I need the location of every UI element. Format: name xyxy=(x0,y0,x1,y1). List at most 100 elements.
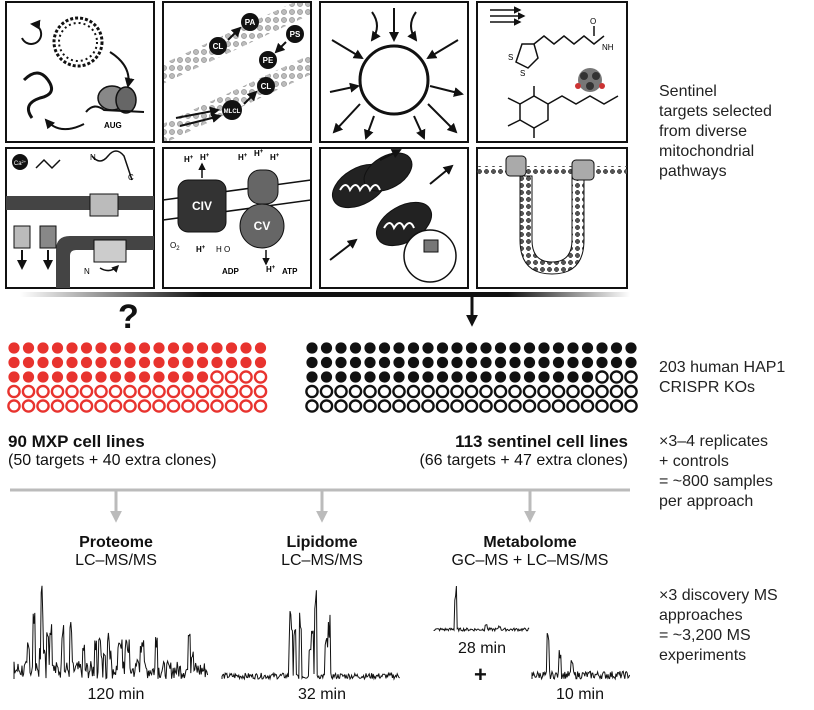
filled-dot xyxy=(393,371,405,383)
filled-dot xyxy=(610,342,623,354)
open-dot xyxy=(36,384,50,399)
filled-dot xyxy=(109,342,122,354)
open-dot xyxy=(305,399,319,413)
h-label-4: H+ xyxy=(254,149,264,158)
open-dot xyxy=(94,384,108,399)
open-dot xyxy=(421,384,435,399)
open-dot xyxy=(239,370,253,384)
caption-line: = ~3,200 MS xyxy=(659,627,751,644)
atp-label: ATP xyxy=(282,267,298,276)
filled-dot xyxy=(240,356,252,369)
filled-dot xyxy=(436,342,449,354)
mxp-label: 90 MXP cell lines (50 targets + 40 extra… xyxy=(8,432,308,470)
open-dot xyxy=(435,399,450,413)
filled-dot xyxy=(320,371,333,383)
filled-dot xyxy=(167,342,180,354)
proteome-trace xyxy=(13,585,209,680)
open-dot xyxy=(195,399,210,413)
open-dot xyxy=(50,384,65,399)
filled-dot xyxy=(8,356,20,369)
filled-dot xyxy=(37,342,49,354)
open-dot xyxy=(334,399,348,413)
filled-dot xyxy=(51,356,64,369)
open-dot xyxy=(435,384,450,399)
open-dot xyxy=(253,399,268,413)
panel-cofactors: O NH S S xyxy=(476,1,628,143)
filled-dot xyxy=(581,342,594,354)
panel-carriers: Ca2+ N C N xyxy=(5,147,155,289)
open-dot xyxy=(508,399,522,413)
filled-dot xyxy=(436,356,449,369)
o2-label: O2 xyxy=(170,241,180,252)
aug-label: AUG xyxy=(104,121,122,130)
cl-label-2: CL xyxy=(261,82,272,91)
open-dot xyxy=(580,384,595,399)
open-dot xyxy=(566,399,580,413)
metabolome-gc-trace xyxy=(433,585,530,633)
filled-dot xyxy=(306,342,318,354)
filled-dot xyxy=(523,371,536,383)
filled-dot xyxy=(451,356,463,369)
filled-dot xyxy=(407,356,420,369)
dot-grids xyxy=(7,342,638,413)
filled-dot xyxy=(509,371,521,383)
filled-dot xyxy=(95,371,107,383)
filled-dot xyxy=(538,371,550,383)
filled-dot xyxy=(581,356,594,369)
filled-dot xyxy=(422,356,434,369)
open-dot xyxy=(253,370,268,384)
open-dot xyxy=(595,384,609,399)
open-dot xyxy=(464,384,479,399)
open-dot xyxy=(493,399,508,413)
filled-dot xyxy=(225,356,238,369)
lipidome-time: 32 min xyxy=(297,686,347,703)
h-label-3: H+ xyxy=(238,153,248,162)
approach-method: LC–MS/MS xyxy=(281,552,363,569)
open-dot xyxy=(239,399,253,413)
filled-dot xyxy=(451,371,463,383)
open-dot xyxy=(210,384,224,399)
filled-dot xyxy=(8,342,20,354)
metabolome-lc-trace xyxy=(531,632,631,681)
open-dot xyxy=(94,399,108,413)
open-dot xyxy=(406,399,421,413)
open-dot xyxy=(421,399,435,413)
filled-dot xyxy=(138,342,151,354)
filled-dot xyxy=(153,371,165,383)
caption-line: approaches xyxy=(659,607,743,624)
open-dot xyxy=(305,384,319,399)
chromatograms xyxy=(13,585,631,681)
open-dot xyxy=(624,370,638,384)
ca-label: Ca2+ xyxy=(14,159,27,167)
open-dot xyxy=(224,384,239,399)
filled-dot xyxy=(66,371,78,383)
open-dot xyxy=(108,384,123,399)
caption-line: pathways xyxy=(659,163,727,180)
caption-line: from diverse xyxy=(659,123,748,140)
filled-dot xyxy=(407,371,420,383)
metabolome-time-gc: 28 min xyxy=(457,640,507,657)
s-label-2: S xyxy=(520,69,525,78)
metabolome-label: Metabolome GC–MS + LC–MS/MS xyxy=(430,534,630,570)
open-dot xyxy=(108,399,123,413)
open-dot xyxy=(609,399,624,413)
filled-dot xyxy=(153,342,165,354)
filled-dot xyxy=(109,371,122,383)
filled-dot xyxy=(509,356,521,369)
filled-dot xyxy=(436,371,449,383)
open-dot xyxy=(210,370,224,384)
filled-dot xyxy=(66,342,78,354)
open-dot xyxy=(377,399,392,413)
filled-dot xyxy=(378,342,391,354)
civ-label: CIV xyxy=(192,199,212,213)
open-dot xyxy=(609,384,624,399)
approach-name: Lipidome xyxy=(286,534,358,551)
sentinel-dot-grid xyxy=(305,342,638,413)
filled-dot xyxy=(407,342,420,354)
filled-dot xyxy=(610,356,623,369)
filled-dot xyxy=(37,371,49,383)
open-dot xyxy=(21,384,36,399)
open-dot xyxy=(137,384,152,399)
open-dot xyxy=(79,399,94,413)
open-dot xyxy=(450,399,464,413)
